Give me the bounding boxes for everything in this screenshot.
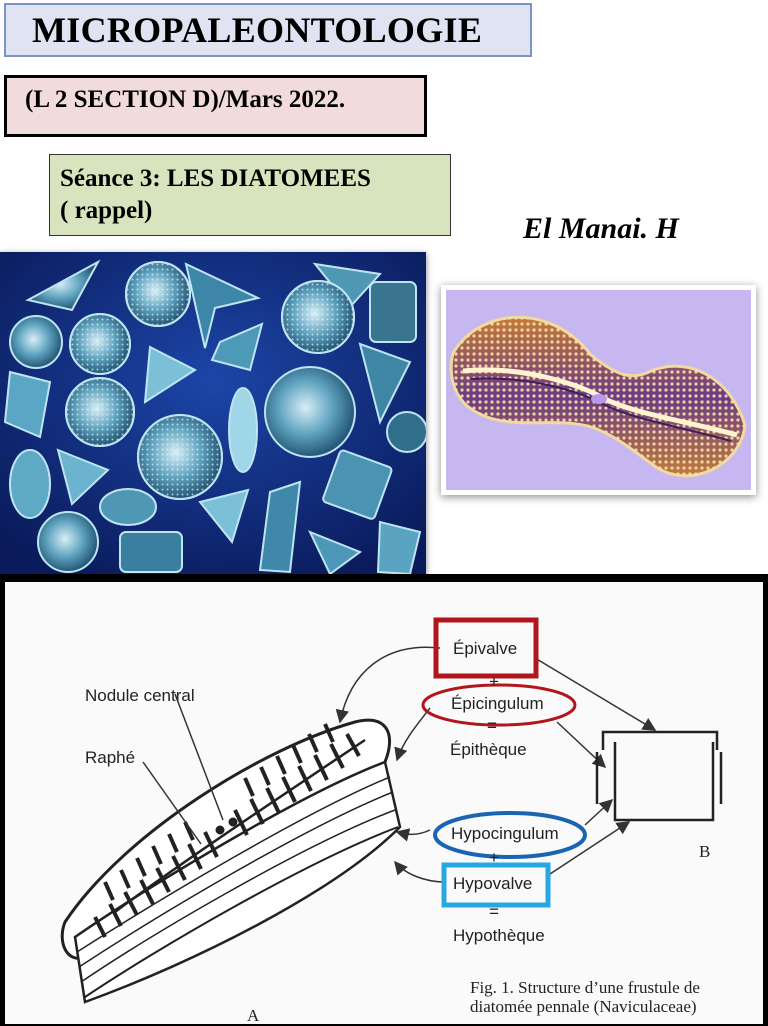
page-title: MICROPALEONTOLOGIE: [32, 9, 482, 51]
label-hypovalve: Hypovalve: [453, 874, 532, 894]
divider: [0, 574, 768, 579]
frustule-drawing: [5, 582, 763, 1024]
label-hypocingulum: Hypocingulum: [451, 824, 559, 844]
pennate-diatom-photo: [441, 285, 756, 495]
label-hypotheque: Hypothèque: [453, 926, 545, 946]
section-label: (L 2 SECTION D)/Mars 2022.: [25, 86, 345, 113]
seance-title: Séance 3: LES DIATOMEES: [60, 163, 450, 195]
label-plus-1: +: [489, 672, 499, 692]
author-name: El Manai. H: [523, 212, 679, 246]
seance-box: Séance 3: LES DIATOMEES ( rappel): [49, 154, 451, 236]
label-plus-2: +: [489, 848, 499, 868]
slide-top: MICROPALEONTOLOGIE (L 2 SECTION D)/Mars …: [0, 0, 768, 577]
title-box: MICROPALEONTOLOGIE: [4, 3, 532, 57]
label-epitheque: Épithèque: [450, 740, 527, 760]
label-equals-2: =: [489, 902, 499, 922]
diatoms-photo: [0, 252, 426, 574]
label-b: B: [699, 842, 710, 862]
schema-b: [597, 732, 721, 820]
section-box: (L 2 SECTION D)/Mars 2022.: [4, 75, 427, 137]
label-nodule-central: Nodule central: [85, 686, 195, 706]
label-epivalve: Épivalve: [453, 639, 517, 659]
label-raphe: Raphé: [85, 748, 135, 768]
label-epicingulum: Épicingulum: [451, 694, 544, 714]
caption-line-1: Fig. 1. Structure d’une frustule de: [470, 978, 700, 997]
label-a: A: [247, 1006, 259, 1026]
figure-caption: Fig. 1. Structure d’une frustule de diat…: [470, 978, 700, 1016]
caption-line-2: diatomée pennale (Naviculaceae): [470, 997, 700, 1016]
label-equals-1: =: [487, 716, 497, 736]
frustule-diagram: Nodule central Raphé Épivalve + Épicingu…: [5, 582, 763, 1024]
seance-subtitle: ( rappel): [60, 195, 450, 227]
